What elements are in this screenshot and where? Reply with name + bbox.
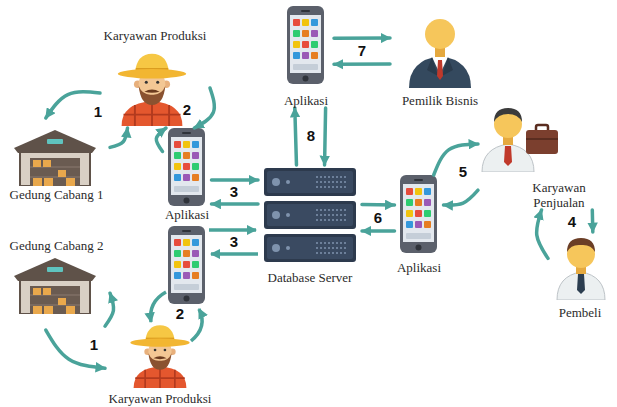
callout-box: 3 [229,234,239,250]
building-illustration [14,258,96,314]
app-phone: Aplikasi [395,175,444,275]
node-label: Aplikasi [165,207,209,222]
flow-arrow [362,203,395,207]
app-phone: Aplikasi [278,4,334,108]
callout-number: 3 [229,234,239,250]
callout-number: 4 [567,214,577,230]
callout-box: 2 [182,102,192,118]
node-label: Gedung Cabang 2 [10,238,104,253]
callout-box: 1 [93,104,103,120]
database-server: Database Server [258,165,362,285]
callout-box: 7 [357,43,367,59]
flow-arrow [334,36,390,40]
flow-arrow [362,229,395,233]
callout-box: 8 [306,128,316,144]
worker-illustration [130,325,189,388]
worker-figure: Karyawan Produksi [100,28,210,128]
flow-arrow [212,202,259,206]
worker-figure: Karyawan Produksi [105,322,215,406]
node-label: Aplikasi [284,93,328,108]
flow-arrow [444,190,479,205]
flow-arrow [156,128,166,152]
flow-arrow [434,144,478,175]
node-label: Pemilik Bisnis [402,93,478,108]
node-label: Karyawan Penjualan [513,180,605,210]
callout-box: 4 [567,214,577,230]
sales-figure: Karyawan Penjualan [478,100,605,210]
flow-arrow [591,210,595,232]
flow-arrow [151,230,258,341]
flow-arrow [105,293,114,326]
callout-number: 8 [306,128,316,144]
node-label: Database Server [268,270,353,285]
callout-number: 7 [357,43,367,59]
callout-box: 2 [175,306,185,322]
callout-box: 1 [89,337,99,353]
sales-illustration [482,108,558,172]
buyer-figure: Pembeli [548,232,612,320]
owner-illustration [409,19,471,88]
flow-arrow [194,88,214,128]
phone-illustration [287,6,324,84]
owner-figure: Pemilik Bisnis [390,8,490,108]
callout-number: 5 [458,164,468,180]
callout-number: 2 [175,306,185,322]
phone-illustration [400,175,437,253]
flow-arrow [537,210,548,258]
flow-arrow [325,108,326,165]
server-illustration [264,168,356,262]
flow-arrow [295,108,297,165]
flow-arrow [212,178,259,182]
flow-arrow [46,330,105,368]
worker-illustration [118,54,186,126]
callout-number: 6 [373,210,383,226]
callout-box: 6 [373,210,383,226]
callout-box: 3 [229,184,239,200]
node-label: Karyawan Produksi [109,391,212,406]
callout-number: 2 [182,102,192,118]
callout-box: 5 [458,164,468,180]
callout-number: 3 [229,184,239,200]
flow-arrow [110,128,128,147]
app-phone: Aplikasi [163,128,212,222]
node-label: Aplikasi [397,260,441,275]
node-label: Pembeli [559,305,602,320]
branch-building: Gedung Cabang 1 [3,118,110,202]
flow-arrow [334,62,390,66]
node-label: Karyawan Produksi [104,28,207,43]
building-illustration [14,130,96,186]
branch-building: Gedung Cabang 2 [3,238,110,330]
callout-number: 1 [93,104,103,120]
phone-illustration [168,128,205,206]
callout-number: 1 [89,337,99,353]
node-label: Gedung Cabang 1 [10,187,104,202]
buyer-illustration [557,238,605,300]
phone-illustration [168,226,205,304]
